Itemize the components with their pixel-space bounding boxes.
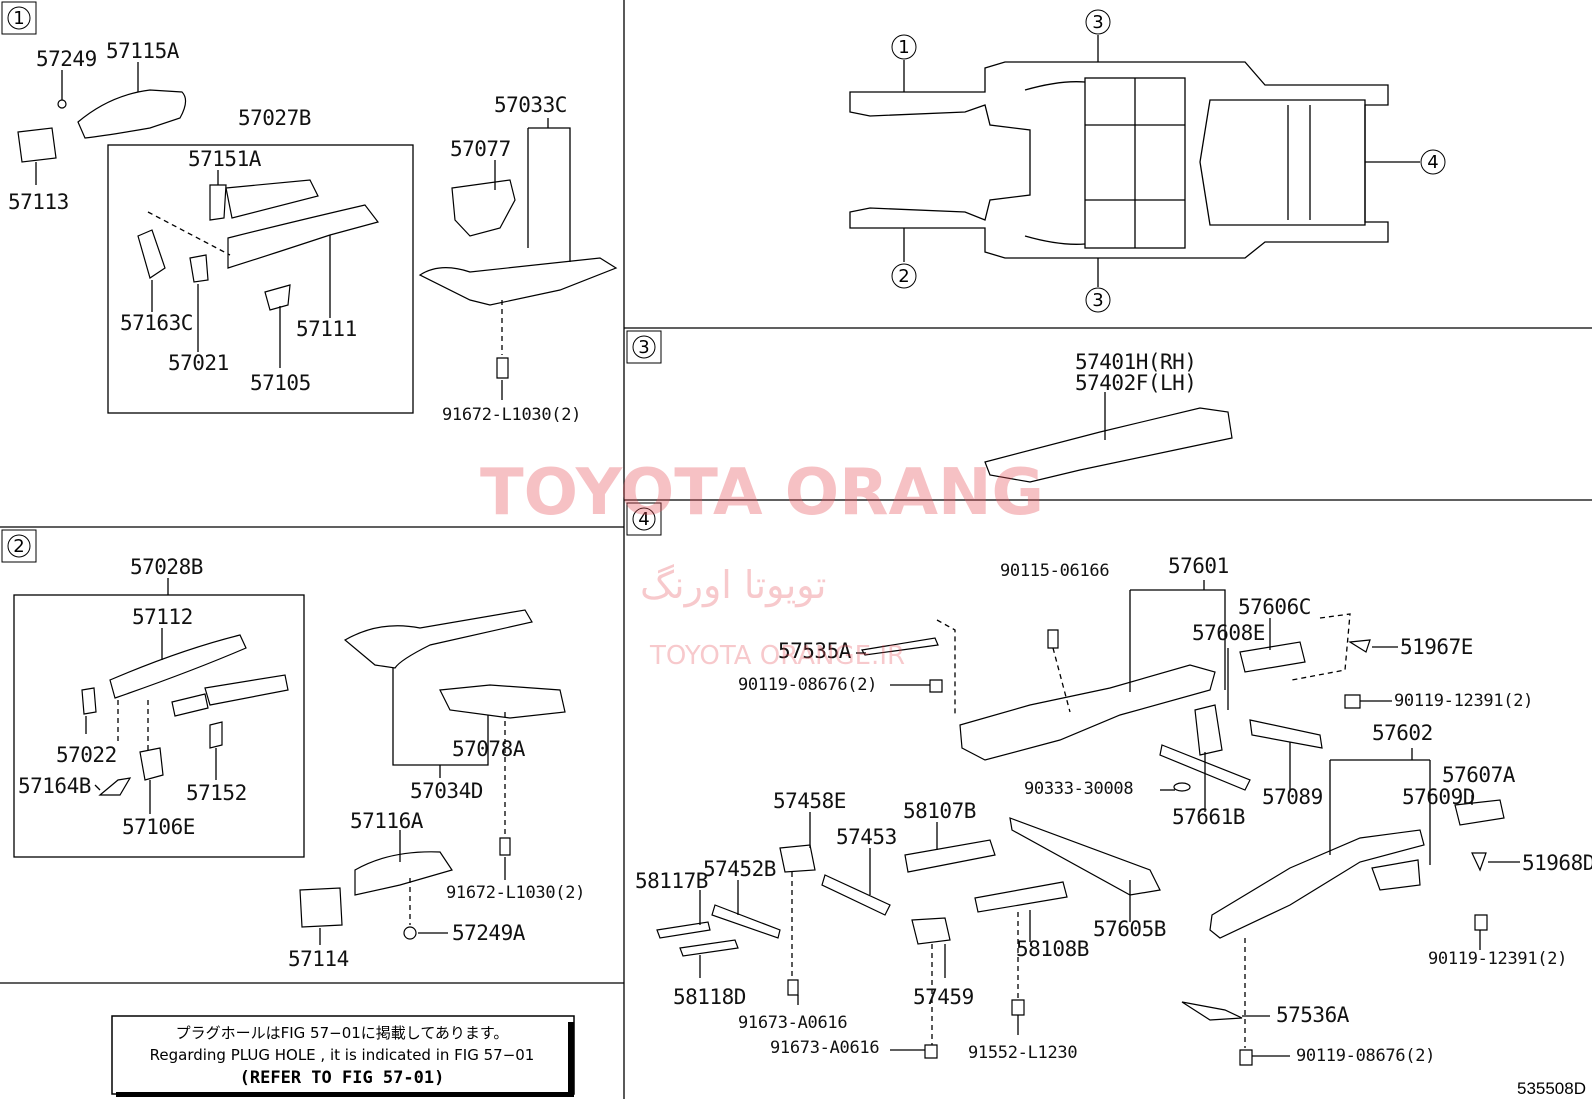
svg-text:2: 2 <box>898 266 909 287</box>
svg-text:4: 4 <box>1427 152 1438 173</box>
label-57114: 57114 <box>288 947 349 971</box>
label-57113: 57113 <box>8 190 69 214</box>
label-57089: 57089 <box>1262 785 1323 809</box>
label-91673-A0616-a: 91673-A0616 <box>738 1013 847 1033</box>
section3-labels: 57401H(RH) 57402F(LH) <box>1075 350 1197 395</box>
label-57152: 57152 <box>186 781 247 805</box>
note-box: プラグホールはFIG 57−01に掲載してあります。 Regarding PLU… <box>111 1015 575 1097</box>
label-57077: 57077 <box>450 137 511 161</box>
label-91672-L1030: 91672-L1030(2) <box>442 405 581 425</box>
label-57452B: 57452B <box>703 857 776 881</box>
label-57115A: 57115A <box>106 39 180 63</box>
label-57106E: 57106E <box>122 815 195 839</box>
label-57022: 57022 <box>56 743 117 767</box>
label-91552-L1230: 91552-L1230 <box>968 1043 1077 1063</box>
note-jp: プラグホールはFIG 57−01に掲載してあります。 <box>176 1024 509 1042</box>
label-90119-12391-a: 90119-12391(2) <box>1394 691 1533 711</box>
svg-text:3: 3 <box>1092 12 1103 33</box>
label-57402F: 57402F(LH) <box>1075 371 1196 395</box>
label-58108B: 58108B <box>1016 937 1089 961</box>
label-90119-08676-b: 90119-08676(2) <box>1296 1046 1435 1066</box>
svg-text:3: 3 <box>1092 290 1103 311</box>
label-57112: 57112 <box>132 605 193 629</box>
watermark: TOYOTA ORANG تویوتا اورنگ TOYOTA ORANGE.… <box>480 456 1044 671</box>
label-51968D: 51968D <box>1522 851 1592 875</box>
section2-leaders <box>85 578 506 945</box>
svg-text:4: 4 <box>638 509 649 530</box>
label-57164B: 57164B <box>18 774 91 798</box>
overview-callouts: 1 2 3 3 4 <box>891 9 1446 313</box>
label-57601: 57601 <box>1168 554 1229 578</box>
label-57111: 57111 <box>296 317 357 341</box>
section2-parts <box>13 594 566 940</box>
label-57608E: 57608E <box>1192 621 1265 645</box>
section3-parts <box>984 392 1233 483</box>
section2-labels: 57028B 57112 57022 57164B 57106E 57152 5… <box>18 555 585 971</box>
label-57151A: 57151A <box>188 147 262 171</box>
watermark-title: TOYOTA ORANG <box>480 456 1044 530</box>
label-58118D: 58118D <box>673 985 746 1009</box>
section-marker-2: 2 <box>1 529 37 563</box>
label-57034D: 57034D <box>410 779 483 803</box>
svg-text:2: 2 <box>13 536 24 557</box>
label-57401H: 57401H(RH) <box>1075 350 1196 374</box>
note-ref: (REFER TO FIG 57-01) <box>240 1068 445 1088</box>
label-90333-30008: 90333-30008 <box>1024 779 1133 799</box>
section4-labels: 90115-06166 57601 57606C 57535A 57608E 5… <box>635 554 1592 1066</box>
section1-labels: 57249 57115A 57113 57027B 57151A 57163C … <box>8 39 581 425</box>
note-en: Regarding PLUG HOLE , it is indicated in… <box>150 1046 535 1064</box>
section-marker-4: 4 <box>626 502 662 536</box>
label-90115-06166: 90115-06166 <box>1000 561 1109 581</box>
label-57027B: 57027B <box>238 106 311 130</box>
label-57033C: 57033C <box>494 93 567 117</box>
label-57078A: 57078A <box>452 737 526 761</box>
label-57602: 57602 <box>1372 721 1433 745</box>
label-57453: 57453 <box>836 825 897 849</box>
section-marker-3: 3 <box>626 330 662 364</box>
label-57105: 57105 <box>250 371 311 395</box>
label-57249: 57249 <box>36 47 97 71</box>
label-57607A: 57607A <box>1442 763 1516 787</box>
label-90119-08676-a: 90119-08676(2) <box>738 675 877 695</box>
label-57163C: 57163C <box>120 311 193 335</box>
label-91672-L1030-s2: 91672-L1030(2) <box>446 883 585 903</box>
label-57249A: 57249A <box>452 921 526 945</box>
svg-text:3: 3 <box>638 337 649 358</box>
label-57535A: 57535A <box>778 639 852 663</box>
label-57609D: 57609D <box>1402 785 1475 809</box>
label-57605B: 57605B <box>1093 917 1166 941</box>
watermark-persian: تویوتا اورنگ <box>640 563 827 608</box>
label-91673-A0616-b: 91673-A0616 <box>770 1038 879 1058</box>
svg-text:1: 1 <box>13 8 24 29</box>
label-57458E: 57458E <box>773 789 846 813</box>
label-57661B: 57661B <box>1172 805 1245 829</box>
diagram-code: 535508D <box>1517 1079 1586 1098</box>
section1-leaders <box>35 62 571 400</box>
label-58117B: 58117B <box>635 869 708 893</box>
label-57028B: 57028B <box>130 555 203 579</box>
section4-leaders <box>699 580 1520 1057</box>
svg-text:1: 1 <box>898 37 909 58</box>
label-58107B: 58107B <box>903 799 976 823</box>
section4-parts <box>656 613 1505 1066</box>
label-57021: 57021 <box>168 351 229 375</box>
section-marker-1: 1 <box>1 1 37 35</box>
label-57536A: 57536A <box>1276 1003 1350 1027</box>
frame-overview <box>849 61 1389 259</box>
label-57606C: 57606C <box>1238 595 1311 619</box>
label-57459: 57459 <box>913 985 974 1009</box>
label-57116A: 57116A <box>350 809 424 833</box>
label-51967E: 51967E <box>1400 635 1473 659</box>
section1-parts <box>17 89 618 414</box>
watermark-site: TOYOTA ORANGE.IR <box>649 641 905 671</box>
label-90119-12391-b: 90119-12391(2) <box>1428 949 1567 969</box>
